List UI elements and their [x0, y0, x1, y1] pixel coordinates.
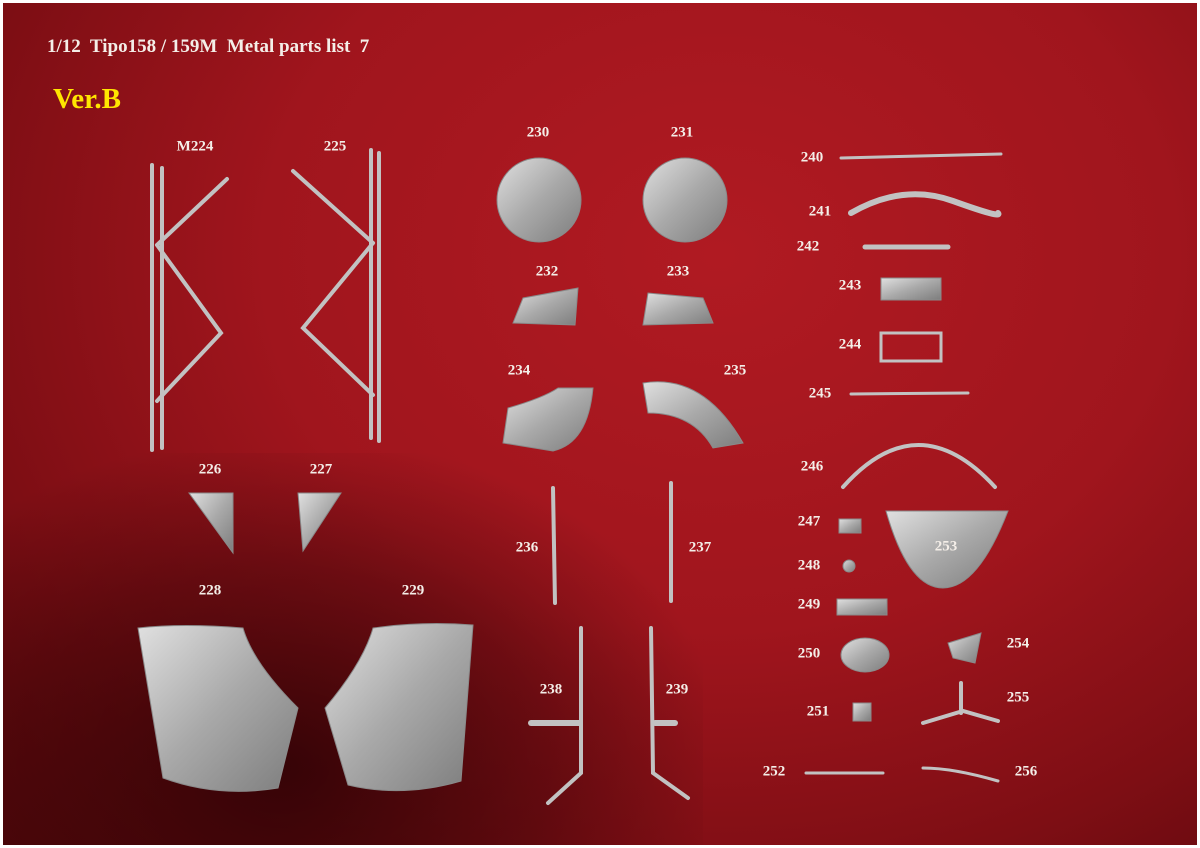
part-238: [546, 626, 583, 805]
part-251: [852, 702, 872, 722]
part-label: 232: [535, 263, 559, 280]
part-label: 236: [515, 539, 539, 556]
part-label: 246: [800, 458, 824, 475]
part-247: [838, 518, 862, 534]
part-244: [879, 331, 943, 363]
part-label: 230: [526, 124, 550, 141]
parts-illustration: [137, 148, 1009, 805]
part-label: 247: [797, 513, 821, 530]
page-title: 1/12 Tipo158 / 159M Metal parts list 7: [47, 36, 370, 57]
part-label: 229: [401, 582, 425, 599]
part-label: 226: [198, 461, 222, 478]
part-248: [842, 559, 856, 573]
part-label: 234: [507, 362, 531, 379]
part-label: 250: [797, 645, 821, 662]
part-label: 237: [688, 539, 712, 556]
parts-sheet: 1/12 Tipo158 / 159M Metal parts list 7 V…: [3, 3, 1197, 845]
part-label: 228: [198, 582, 222, 599]
part-253: [885, 510, 1009, 589]
part-234: [502, 387, 594, 452]
part-239: [649, 626, 690, 800]
part-232: [512, 287, 579, 326]
part-label: 252: [762, 763, 786, 780]
part-label: 245: [808, 385, 832, 402]
part-229: [324, 623, 474, 792]
part-m224-frame: [150, 163, 229, 452]
part-236: [551, 486, 557, 605]
part-240-rod: [839, 152, 1003, 160]
part-label: 239: [665, 681, 689, 698]
part-249: [836, 598, 888, 616]
part-233: [642, 292, 714, 326]
part-227: [297, 492, 342, 553]
part-label: 242: [796, 238, 820, 255]
part-label: 251: [806, 703, 830, 720]
part-label: 238: [539, 681, 563, 698]
part-246-bow: [841, 443, 997, 489]
part-256-rod: [921, 766, 1000, 783]
part-250: [840, 637, 890, 673]
part-label: 255: [1006, 689, 1030, 706]
part-label: 248: [797, 557, 821, 574]
part-230-drum: [496, 157, 582, 243]
part-label: 241: [808, 203, 832, 220]
part-label: 235: [723, 362, 747, 379]
version-label: Ver.B: [53, 83, 121, 115]
part-241-hose: [848, 191, 1002, 218]
part-label: 240: [800, 149, 824, 166]
part-label: 243: [838, 277, 862, 294]
part-231-drum: [642, 157, 728, 243]
part-label: 233: [666, 263, 690, 280]
part-label: 227: [309, 461, 333, 478]
part-label: 231: [670, 124, 694, 141]
part-label: 244: [838, 336, 862, 353]
part-label: 225: [323, 138, 347, 155]
part-label: 253: [934, 538, 958, 555]
part-254: [947, 632, 982, 664]
part-label: 254: [1006, 635, 1030, 652]
part-235: [642, 381, 744, 449]
part-228: [137, 625, 299, 792]
part-243: [880, 277, 942, 301]
part-245-rod: [849, 391, 970, 396]
part-225-frame: [291, 148, 381, 443]
part-label: M224: [176, 138, 214, 155]
part-label: 249: [797, 596, 821, 613]
part-226: [188, 492, 234, 555]
part-label: 256: [1014, 763, 1038, 780]
